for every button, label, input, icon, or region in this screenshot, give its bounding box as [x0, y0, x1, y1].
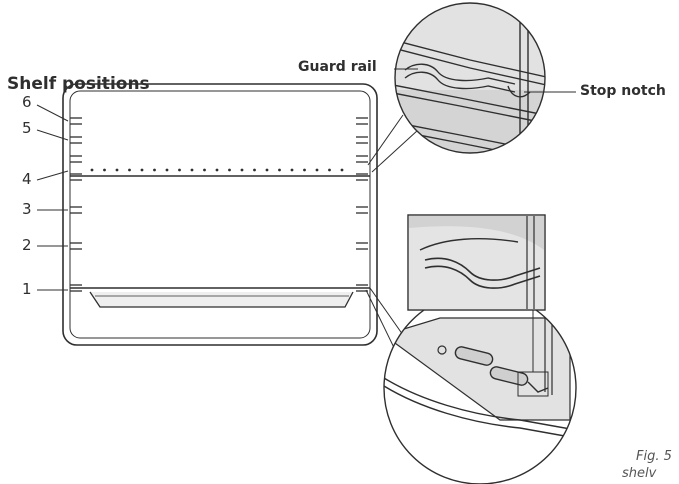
tray-runner-detail — [384, 292, 576, 484]
rack-wire-dot — [115, 168, 119, 172]
shelf-number-5: 5 — [22, 119, 32, 137]
rack-wire-dot — [153, 168, 156, 172]
baking-tray — [70, 287, 370, 308]
rack-wire-dot — [190, 168, 194, 172]
rack-wire-dot — [253, 168, 256, 172]
notch-inset-detail — [407, 214, 546, 311]
rack-wire-dot — [90, 168, 94, 172]
rack-wire-dot — [303, 168, 306, 172]
rack-wire-dot — [215, 168, 219, 172]
guard-rail-detail-border — [394, 2, 546, 154]
stop-notch-label: Stop notch — [580, 83, 666, 99]
shelf-number-4: 4 — [22, 170, 32, 188]
oven-cavity-inner — [69, 90, 371, 339]
rack-wire-dot — [265, 168, 269, 172]
guard-rail-detail — [395, 3, 545, 153]
shelf-runners-left — [70, 117, 82, 292]
rack-wire-dot — [290, 168, 294, 172]
rack-wire-dot — [340, 168, 344, 172]
rack-wire-dot — [178, 168, 181, 172]
wire-rack — [70, 168, 370, 177]
rack-wire-dot — [103, 168, 106, 172]
figure-caption: Fig. 5 — [636, 449, 672, 464]
shelf-runners-right — [356, 117, 368, 292]
rack-wire-dot — [228, 168, 231, 172]
diagram-title: Shelf positions — [7, 74, 150, 94]
shelf-number-6: 6 — [22, 93, 32, 111]
oven-cavity-outer — [62, 83, 378, 346]
shelf-number-1: 1 — [22, 280, 32, 298]
rack-wire-dot — [203, 168, 206, 172]
rack-wire-dot — [278, 168, 281, 172]
figure-caption-continuation: shelv — [622, 466, 657, 481]
rack-wire-dot — [165, 168, 169, 172]
shelf-number-2: 2 — [22, 236, 32, 254]
rack-wire-dot — [128, 168, 131, 172]
rack-wire-dot — [140, 168, 144, 172]
rack-wire-dot — [315, 168, 319, 172]
guard-rail-label: Guard rail — [298, 59, 377, 75]
shelf-number-3: 3 — [22, 200, 32, 218]
shelf-number-leaders — [36, 104, 69, 291]
rack-wire-dot — [240, 168, 244, 172]
rack-wire-dot — [328, 168, 331, 172]
